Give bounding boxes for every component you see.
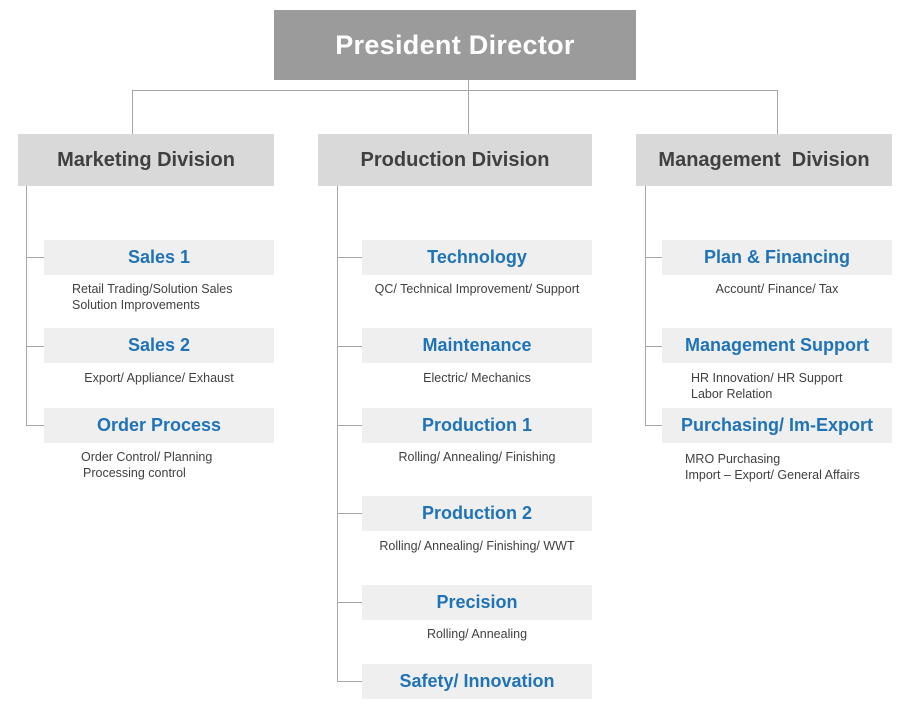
sales-1-desc: Retail Trading/Solution Sales Solution I… bbox=[72, 281, 233, 313]
president-director-box: President Director bbox=[274, 10, 636, 80]
production-spine bbox=[337, 186, 338, 682]
desc-line: HR Innovation/ HR Support bbox=[691, 371, 843, 385]
root-connector bbox=[468, 80, 469, 134]
production-2-desc: Rolling/ Annealing/ Finishing/ WWT bbox=[340, 538, 614, 554]
branch-precision bbox=[337, 602, 362, 603]
desc-line: Solution Improvements bbox=[72, 298, 200, 312]
desc-line: Labor Relation bbox=[691, 387, 773, 401]
desc-line: MRO Purchasing bbox=[685, 452, 781, 466]
desc-line: Rolling/ Annealing/ Finishing bbox=[398, 450, 556, 464]
maintenance-box: Maintenance bbox=[362, 328, 592, 363]
technology-desc: QC/ Technical Improvement/ Support bbox=[340, 281, 614, 297]
order-process-box: Order Process bbox=[44, 408, 274, 443]
division-bus bbox=[132, 90, 778, 91]
branch-purchasing bbox=[645, 425, 662, 426]
sales-2-box: Sales 2 bbox=[44, 328, 274, 363]
plan-financing-desc: Account/ Finance/ Tax bbox=[662, 281, 892, 297]
management-spine bbox=[645, 186, 646, 426]
marketing-division-box: Marketing Division bbox=[18, 134, 274, 186]
technology-box: Technology bbox=[362, 240, 592, 275]
branch-technology bbox=[337, 257, 362, 258]
branch-order-process bbox=[26, 425, 44, 426]
plan-financing-box: Plan & Financing bbox=[662, 240, 892, 275]
management-connector bbox=[777, 90, 778, 134]
desc-line: Processing control bbox=[83, 466, 186, 480]
order-process-desc: Order Control/ Planning Processing contr… bbox=[81, 449, 212, 481]
marketing-spine bbox=[26, 186, 27, 426]
safety-innovation-box: Safety/ Innovation bbox=[362, 664, 592, 699]
production-1-box: Production 1 bbox=[362, 408, 592, 443]
desc-line: Retail Trading/Solution Sales bbox=[72, 282, 233, 296]
branch-plan-financing bbox=[645, 257, 662, 258]
desc-line: Export/ Appliance/ Exhaust bbox=[84, 371, 234, 385]
branch-sales-2 bbox=[26, 346, 44, 347]
maintenance-desc: Electric/ Mechanics bbox=[362, 370, 592, 386]
branch-safety bbox=[337, 681, 362, 682]
branch-maintenance bbox=[337, 346, 362, 347]
desc-line: Order Control/ Planning bbox=[81, 450, 213, 464]
branch-production-1 bbox=[337, 425, 362, 426]
branch-management-support bbox=[645, 346, 662, 347]
desc-line: QC/ Technical Improvement/ Support bbox=[374, 282, 580, 296]
management-support-desc: HR Innovation/ HR Support Labor Relation bbox=[691, 370, 842, 402]
desc-line: Rolling/ Annealing/ Finishing/ WWT bbox=[379, 539, 575, 553]
purchasing-box: Purchasing/ Im-Export bbox=[662, 408, 892, 443]
management-support-box: Management Support bbox=[662, 328, 892, 363]
desc-line: Import – Export/ General Affairs bbox=[685, 468, 860, 482]
purchasing-desc: MRO Purchasing Import – Export/ General … bbox=[685, 451, 860, 483]
marketing-connector bbox=[132, 90, 133, 134]
precision-desc: Rolling/ Annealing bbox=[362, 626, 592, 642]
desc-line: Account/ Finance/ Tax bbox=[715, 282, 839, 296]
management-division-box: Management Division bbox=[636, 134, 892, 186]
production-division-box: Production Division bbox=[318, 134, 592, 186]
sales-1-box: Sales 1 bbox=[44, 240, 274, 275]
production-2-box: Production 2 bbox=[362, 496, 592, 531]
branch-sales-1 bbox=[26, 257, 44, 258]
production-1-desc: Rolling/ Annealing/ Finishing bbox=[362, 449, 592, 465]
sales-2-desc: Export/ Appliance/ Exhaust bbox=[44, 370, 274, 386]
desc-line: Electric/ Mechanics bbox=[423, 371, 531, 385]
precision-box: Precision bbox=[362, 585, 592, 620]
desc-line: Rolling/ Annealing bbox=[426, 627, 528, 641]
branch-production-2 bbox=[337, 513, 362, 514]
